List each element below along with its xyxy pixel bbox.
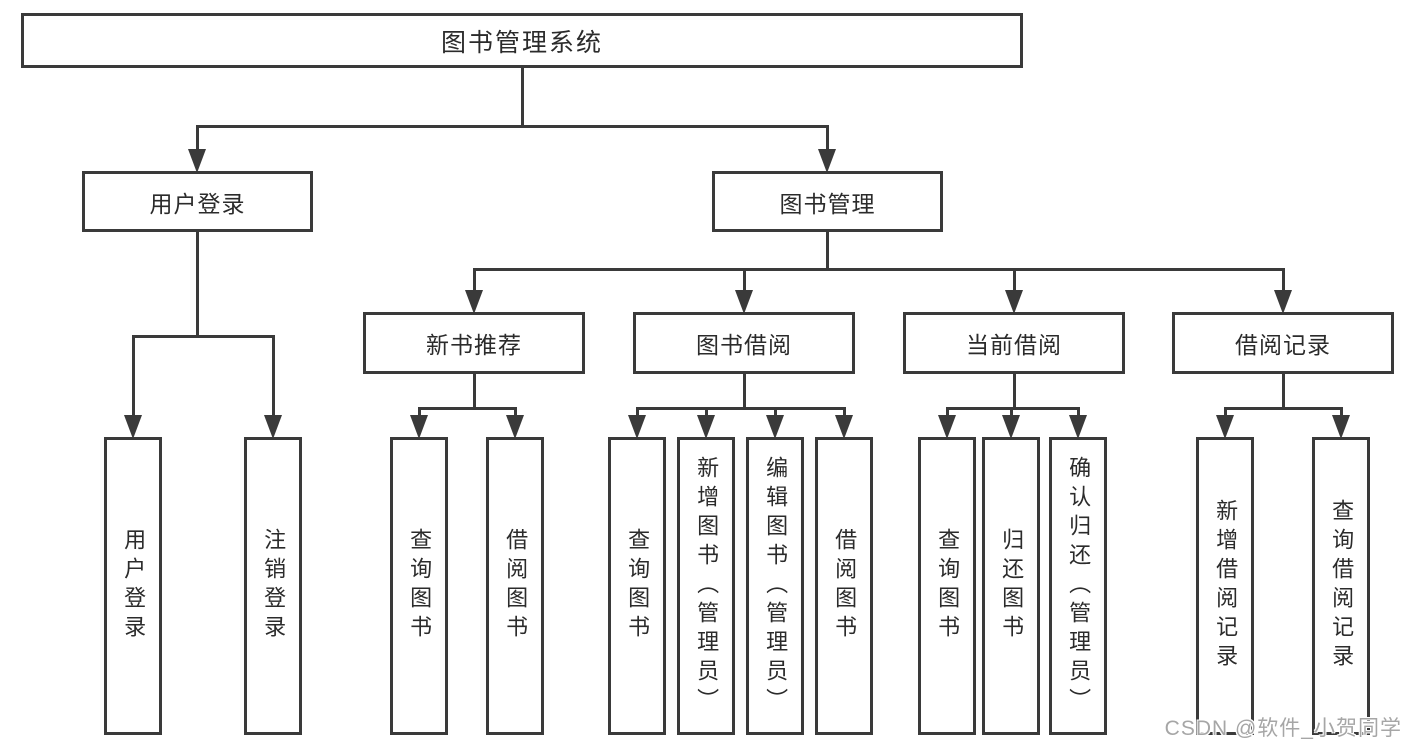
connector-parent-stem [195, 232, 199, 338]
connector-child-stem [1223, 407, 1227, 417]
arrow-down-icon [1002, 415, 1020, 439]
leaf-user-login: 用户登录 [104, 437, 162, 735]
connector-branch-bar [131, 335, 275, 338]
node-current-borrow: 当前借阅 [903, 312, 1125, 374]
leaf-bb-query-book-label: 查询图书 [625, 528, 651, 644]
node-root: 图书管理系统 [21, 13, 1023, 68]
arrow-down-icon [766, 415, 784, 439]
leaf-cb-query-book-label: 查询图书 [935, 528, 961, 644]
leaf-rec-borrow-book-label: 借阅图书 [503, 528, 529, 644]
connector-child-stem [1009, 407, 1013, 417]
connector-child-stem [1076, 407, 1080, 417]
node-current-borrow-label: 当前借阅 [966, 332, 1062, 358]
leaf-cb-confirm-return-label: 确认归还（管理员） [1066, 455, 1092, 717]
connector-child-stem [635, 407, 639, 417]
arrow-down-icon [1216, 415, 1234, 439]
leaf-rec-query-book-label: 查询图书 [407, 528, 433, 644]
connector-child-stem [271, 335, 275, 417]
connector-parent-stem [825, 232, 829, 271]
connector-child-stem [417, 407, 421, 417]
arrow-down-icon [938, 415, 956, 439]
leaf-br-add-record: 新增借阅记录 [1196, 437, 1254, 735]
arrow-down-icon [628, 415, 646, 439]
arrow-down-icon [1005, 290, 1023, 314]
connector-child-stem [195, 125, 199, 151]
leaf-cb-return-book: 归还图书 [982, 437, 1040, 735]
arrow-down-icon [264, 415, 282, 439]
connector-branch-bar [195, 125, 829, 128]
arrow-down-icon [465, 290, 483, 314]
leaf-bb-add-book-label: 新增图书（管理员） [694, 455, 720, 717]
connector-child-stem [513, 407, 517, 417]
leaf-bb-edit-book-label: 编辑图书（管理员） [763, 455, 789, 717]
leaf-bb-borrow-book-label: 借阅图书 [832, 528, 858, 644]
watermark: CSDN @软件_小贺同学 [1164, 717, 1402, 740]
leaf-logout-label: 注销登录 [261, 528, 287, 644]
arrow-down-icon [1069, 415, 1087, 439]
arrow-down-icon [735, 290, 753, 314]
leaf-bb-edit-book: 编辑图书（管理员） [746, 437, 804, 735]
leaf-br-query-record-label: 查询借阅记录 [1329, 499, 1355, 673]
arrow-down-icon [835, 415, 853, 439]
connector-parent-stem [520, 68, 524, 128]
leaf-bb-add-book: 新增图书（管理员） [677, 437, 735, 735]
connector-parent-stem [742, 374, 746, 410]
connector-parent-stem [1281, 374, 1285, 410]
node-book-borrow-label: 图书借阅 [696, 332, 792, 358]
node-new-book-recommend-label: 新书推荐 [426, 332, 522, 358]
connector-branch-bar [417, 407, 517, 410]
connector-child-stem [1281, 268, 1285, 292]
connector-child-stem [945, 407, 949, 417]
leaf-br-query-record: 查询借阅记录 [1312, 437, 1370, 735]
connector-child-stem [131, 335, 135, 417]
arrow-down-icon [818, 149, 836, 173]
arrow-down-icon [697, 415, 715, 439]
connector-child-stem [1339, 407, 1343, 417]
leaf-cb-return-book-label: 归还图书 [999, 528, 1025, 644]
connector-child-stem [742, 268, 746, 292]
node-book-management-label: 图书管理 [779, 190, 876, 217]
leaf-user-login-label: 用户登录 [121, 528, 147, 644]
arrow-down-icon [1332, 415, 1350, 439]
leaf-bb-query-book: 查询图书 [608, 437, 666, 735]
node-root-label: 图书管理系统 [440, 28, 603, 57]
arrow-down-icon [124, 415, 142, 439]
leaf-bb-borrow-book: 借阅图书 [815, 437, 873, 735]
node-book-management: 图书管理 [712, 171, 943, 232]
connector-child-stem [842, 407, 846, 417]
connector-parent-stem [472, 374, 476, 410]
connector-branch-bar [472, 268, 1285, 271]
arrow-down-icon [1274, 290, 1292, 314]
leaf-logout: 注销登录 [244, 437, 302, 735]
node-new-book-recommend: 新书推荐 [363, 312, 585, 374]
node-borrow-records-label: 借阅记录 [1235, 332, 1331, 358]
leaf-cb-query-book: 查询图书 [918, 437, 976, 735]
connector-child-stem [472, 268, 476, 292]
leaf-rec-query-book: 查询图书 [390, 437, 448, 735]
node-user-login-label: 用户登录 [149, 190, 246, 217]
leaf-rec-borrow-book: 借阅图书 [486, 437, 544, 735]
node-user-login: 用户登录 [82, 171, 313, 232]
connector-child-stem [773, 407, 777, 417]
connector-branch-bar [1223, 407, 1343, 410]
node-borrow-records: 借阅记录 [1172, 312, 1394, 374]
arrow-down-icon [188, 149, 206, 173]
connector-parent-stem [1012, 374, 1016, 410]
arrow-down-icon [506, 415, 524, 439]
connector-child-stem [825, 125, 829, 151]
connector-branch-bar [945, 407, 1080, 410]
arrow-down-icon [410, 415, 428, 439]
connector-child-stem [704, 407, 708, 417]
node-book-borrow: 图书借阅 [633, 312, 855, 374]
leaf-br-add-record-label: 新增借阅记录 [1213, 499, 1239, 673]
connector-branch-bar [635, 407, 846, 410]
connector-child-stem [1012, 268, 1016, 292]
leaf-cb-confirm-return: 确认归还（管理员） [1049, 437, 1107, 735]
